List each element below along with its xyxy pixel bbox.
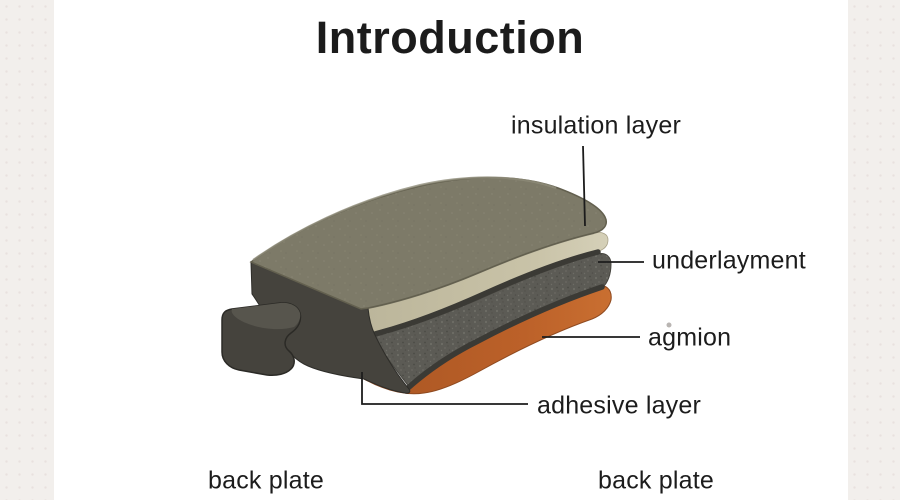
adhesive-leader-line bbox=[361, 372, 528, 405]
adhesive-layer-label: adhesive layer bbox=[537, 391, 702, 420]
insulation-leader-line bbox=[582, 145, 586, 227]
stray-dot bbox=[666, 322, 672, 328]
lower-separator-line bbox=[405, 284, 605, 391]
back-plate-tab bbox=[221, 302, 302, 376]
underlayment-label: underlayment bbox=[652, 246, 806, 275]
back-plate-tab-top-face bbox=[231, 302, 301, 330]
agmion-label: agmion bbox=[648, 323, 732, 352]
leader-lines bbox=[361, 145, 644, 405]
back-plate-label-left: back plate bbox=[208, 466, 324, 495]
insulation-layer-label: insulation layer bbox=[511, 111, 681, 140]
right-background-band bbox=[848, 0, 900, 500]
upper-separator-line bbox=[372, 249, 601, 337]
pad-top-edge-highlight bbox=[252, 176, 557, 261]
left-background-band bbox=[0, 0, 54, 500]
back-plate-label-right: back plate bbox=[598, 466, 714, 495]
page-title: Introduction bbox=[315, 12, 585, 63]
